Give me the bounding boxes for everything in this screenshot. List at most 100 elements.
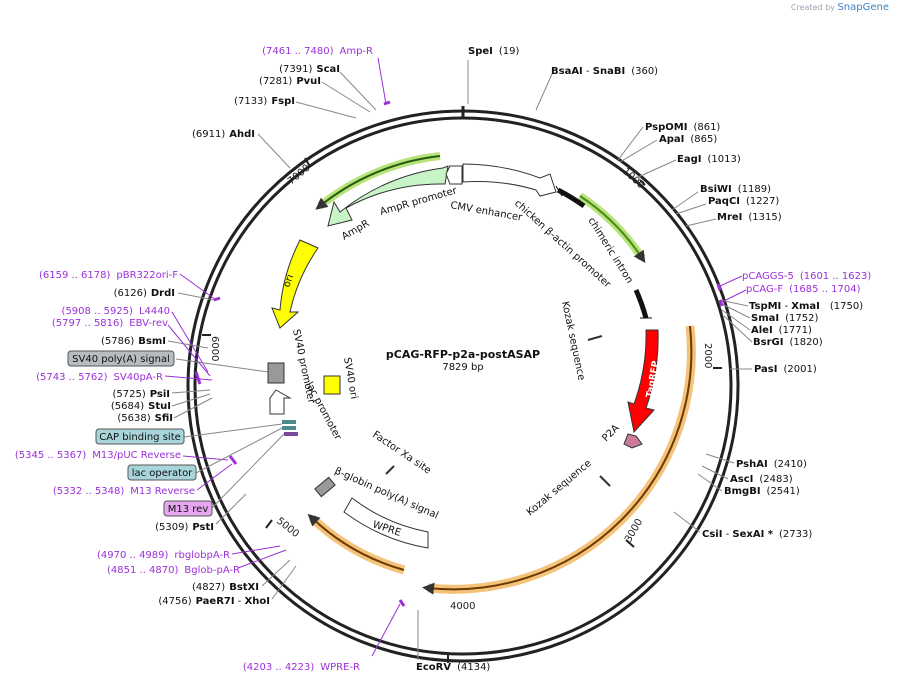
orange-left-arc (307, 513, 405, 571)
svg-text:(4756)PaeR7I - XhoI: (4756) PaeR7I - XhoI (158, 596, 270, 607)
kozak2-mark (599, 475, 611, 487)
site-pos: (6911) (192, 129, 225, 140)
primer-name: M13/pUC Reverse (92, 450, 181, 461)
svg-text:PspOMI(861): PspOMI(861) (645, 122, 720, 133)
primer-range: (7461 .. 7480) (262, 46, 334, 57)
site-sep: - (781, 301, 791, 312)
site-pos: (5684) (111, 401, 144, 412)
site-name: PsiI (150, 389, 170, 400)
site-pos: (4827) (192, 582, 225, 593)
ampr-promoter-feature (445, 165, 463, 185)
label-kozak2: Kozak sequence (525, 458, 594, 518)
svg-text:(5797 .. 5816)EBV-rev: (5797 .. 5816)EBV-rev (52, 318, 168, 329)
backbone-inner (193, 116, 733, 656)
tick-6000: 6000 (209, 336, 220, 361)
badge-m13-rev-label: M13 rev (168, 504, 209, 515)
site-sep: - (235, 596, 245, 607)
tick-5000: 5000 (274, 516, 301, 540)
site-name: BsmI (138, 336, 166, 347)
site-pos: (2483) (759, 474, 792, 485)
site-name: BsiWI (700, 184, 732, 195)
primer-range: (6159 .. 6178) (39, 270, 111, 281)
primer-name: SV40pA-R (114, 372, 163, 383)
badge-lac-operator (127, 464, 197, 481)
site-name2: XhoI (245, 596, 270, 607)
site-name: EcoRV (416, 662, 451, 673)
primer-range: (4970 .. 4989) (97, 550, 169, 561)
svg-text:SpeI(19): SpeI (19) (468, 46, 520, 57)
site-sep: - (583, 66, 593, 77)
badge-m13-rev (163, 500, 213, 517)
primer-range: (5743 .. 5762) (36, 372, 108, 383)
site-pos: (2001) (783, 364, 816, 375)
svg-text:BsiWI(1189): BsiWI(1189) (700, 184, 771, 195)
svg-text:TspMI - XmaI(1750): TspMI - XmaI(1750) (749, 301, 863, 312)
badge-sv40-polya-label: SV40 poly(A) signal (72, 354, 170, 365)
primer-range: (5332 .. 5348) (53, 486, 125, 497)
site-name: BstXI (229, 582, 259, 593)
svg-text:(4827)BstXI: (4827) BstXI (192, 582, 259, 593)
svg-text:(5743 .. 5762)SV40pA-R: (5743 .. 5762) SV40pA-R (36, 372, 163, 383)
label-sv40-ori: SV40 ori (341, 357, 359, 400)
svg-text:BsaAI - SnaBI(360): BsaAI - SnaBI (360) (551, 66, 658, 77)
site-name2: SnaBI (593, 66, 625, 77)
site-name: SpeI (468, 46, 493, 57)
svg-text:(5332 .. 5348)M13 Reverse: (5332 .. 5348)M13 Reverse (53, 486, 195, 497)
svg-text:(4851 .. 4870)Bglob-pA-R: (4851 .. 4870)Bglob-pA-R (107, 565, 240, 576)
site-name: AleI (751, 325, 773, 336)
orange-main-arc (422, 325, 693, 595)
site-pos: (360) (631, 66, 658, 77)
svg-text:(6126)DrdI: (6126) DrdI (114, 288, 175, 299)
site-pos: (6126) (114, 288, 147, 299)
site-pos: (1771) (779, 325, 812, 336)
svg-text:CsiI - SexAI *(2733): CsiI - SexAI *(2733) (702, 529, 812, 540)
primer-range: (5908 .. 5925) (62, 306, 134, 317)
svg-text:PasI(2001): PasI (2001) (754, 364, 817, 375)
badge-cap-binding-label: CAP binding site (99, 432, 181, 443)
sv40-promoter-arrow (269, 389, 292, 415)
svg-text:SmaI(1752): SmaI(1752) (751, 313, 818, 324)
site-name2: XmaI (791, 301, 820, 312)
primer-range: (1601 .. 1623) (800, 271, 872, 282)
site-name: PaeR7I (196, 596, 235, 607)
primer-range: (5797 .. 5816) (52, 318, 124, 329)
ori-feature (271, 239, 319, 329)
label-cmv: CMV enhancer (449, 200, 523, 224)
site-pos: (19) (499, 46, 520, 57)
badge-sv40-polya (67, 350, 175, 367)
primer-name: pBR322ori-F (116, 270, 178, 281)
kozak-black-block (633, 288, 649, 319)
primer-name: pCAG-F (746, 284, 783, 295)
badge-lac-operator-label: lac operator (132, 468, 193, 479)
svg-text:(7461 .. 7480)Amp-R: (7461 .. 7480) Amp-R (262, 46, 373, 57)
site-name: PasI (754, 364, 777, 375)
tick-4000: 4000 (450, 601, 475, 612)
wpre-feature (343, 497, 429, 549)
label-kozak1: Kozak sequence (559, 300, 587, 381)
site-name: BsrGI (753, 337, 783, 348)
label-p2a: P2A (600, 423, 621, 444)
site-name: DrdI (151, 288, 175, 299)
svg-text:EcoRV(4134): EcoRV(4134) (416, 662, 490, 673)
credit-brand: SnapGene (837, 2, 889, 13)
primer-name: Amp-R (340, 46, 374, 57)
svg-text:(6911)AhdI: (6911)AhdI (192, 129, 255, 140)
tagrfp-feature (627, 329, 659, 434)
site-pos: (4756) (158, 596, 191, 607)
primer-range: (1685 .. 1704) (789, 284, 861, 295)
svg-text:MreI(1315): MreI(1315) (717, 212, 782, 223)
site-pos: (861) (693, 122, 720, 133)
credit-prefix: Created by (790, 3, 835, 12)
site-pos: (1750) (830, 301, 863, 312)
site-pos: (2733) (779, 529, 812, 540)
svg-text:PaqCI(1227): PaqCI(1227) (708, 196, 779, 207)
site-name: SfiI (155, 413, 173, 424)
cmv-enhancer-feature (462, 163, 557, 197)
chimeric-intron-arc (579, 195, 646, 264)
plasmid-length: 7829 bp (442, 362, 483, 373)
svg-text:pCAGGS-5(1601 .. 1623): pCAGGS-5(1601 .. 1623) (742, 271, 871, 282)
site-pos: (865) (690, 134, 717, 145)
site-name: StuI (148, 401, 171, 412)
site-name: BsaAI (551, 66, 583, 77)
